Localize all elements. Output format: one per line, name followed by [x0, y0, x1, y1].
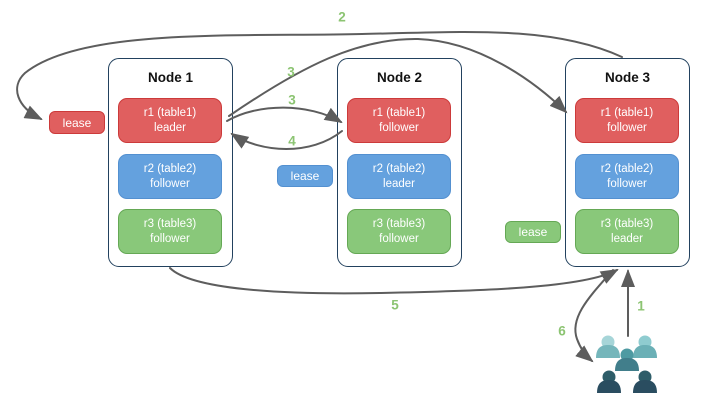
replica-name: r1 (table1): [372, 106, 426, 119]
step-label-3a: 3: [287, 64, 295, 80]
replica-role: follower: [379, 121, 419, 134]
replica-name: r2 (table2): [143, 162, 197, 175]
node-1-replica-r2: r2 (table2) follower: [118, 154, 222, 199]
replica-name: r3 (table3): [600, 217, 654, 230]
step-label-1: 1: [637, 298, 645, 314]
node-1: Node 1 r1 (table1) leader r2 (table2) fo…: [108, 58, 233, 267]
replica-name: r1 (table1): [143, 106, 197, 119]
users-icon: [596, 335, 657, 393]
replica-role: follower: [150, 177, 190, 190]
node-1-title: Node 1: [147, 70, 193, 85]
replica-role: leader: [383, 177, 415, 190]
step-label-2: 2: [338, 9, 346, 25]
node-3-replica-r2: r2 (table2) follower: [575, 154, 679, 199]
node-2: Node 2 r1 (table1) follower r2 (table2) …: [337, 58, 462, 267]
lease-badge-red: lease: [49, 111, 105, 134]
arrow-step-3-to-node2: [226, 106, 343, 124]
replica-name: r3 (table3): [143, 217, 197, 230]
step-label-3b: 3: [288, 92, 296, 108]
step-label-5: 5: [391, 297, 399, 313]
replica-role: leader: [611, 232, 643, 245]
step-label-6: 6: [558, 323, 566, 339]
replica-role: follower: [379, 232, 419, 245]
replica-role: leader: [154, 121, 186, 134]
replica-name: r2 (table2): [600, 162, 654, 175]
replica-name: r2 (table2): [372, 162, 426, 175]
replica-role: follower: [150, 232, 190, 245]
arrow-step-4: [230, 130, 343, 150]
node-2-title: Node 2: [376, 70, 422, 85]
arrow-step-5: [169, 267, 619, 295]
node-3: Node 3 r1 (table1) follower r2 (table2) …: [565, 58, 690, 267]
lease-badge-green: lease: [505, 221, 561, 243]
node-2-replica-r2: r2 (table2) leader: [347, 154, 451, 199]
node-2-replica-r1: r1 (table1) follower: [347, 98, 451, 143]
node-3-replica-r1: r1 (table1) follower: [575, 98, 679, 143]
node-1-replica-r3: r3 (table3) follower: [118, 209, 222, 254]
replica-name: r1 (table1): [600, 106, 654, 119]
node-3-title: Node 3: [604, 70, 650, 85]
step-label-4: 4: [288, 133, 296, 149]
replica-role: follower: [607, 121, 647, 134]
replica-name: r3 (table3): [372, 217, 426, 230]
node-1-replica-r1: r1 (table1) leader: [118, 98, 222, 143]
replica-role: follower: [607, 177, 647, 190]
node-3-replica-r3: r3 (table3) leader: [575, 209, 679, 254]
node-2-replica-r3: r3 (table3) follower: [347, 209, 451, 254]
lease-badge-blue: lease: [277, 165, 333, 187]
